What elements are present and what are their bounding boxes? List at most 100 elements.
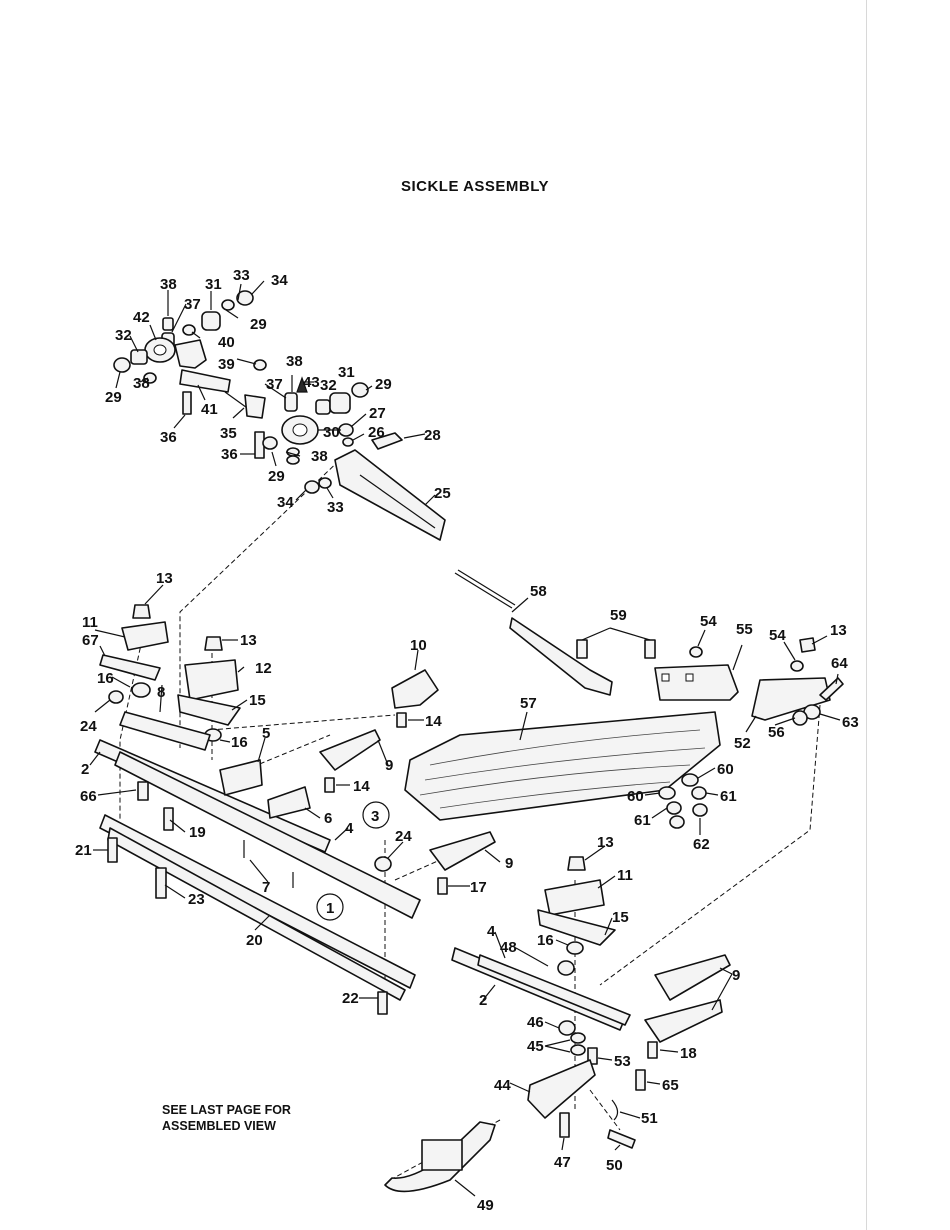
callout-38-right: 38 — [286, 353, 303, 370]
part-50-pin — [607, 1129, 636, 1149]
part-4-section-bar-lower — [477, 954, 631, 1026]
part-14-bolt-upper — [396, 712, 407, 728]
callout-10: 10 — [410, 637, 427, 654]
callout-36: 36 — [160, 429, 177, 446]
part-61-nut-right — [691, 786, 707, 800]
part-32-seal-right — [315, 399, 331, 415]
part-40-clamp — [174, 339, 207, 369]
part-44-bracket — [527, 1059, 596, 1119]
part-13-nut-upper — [204, 636, 223, 651]
callout-8: 8 — [157, 684, 165, 701]
callout-3: 3 — [371, 808, 379, 825]
part-39-nut — [253, 359, 267, 371]
callout-32-right: 32 — [320, 377, 337, 394]
part-37-bushing-right — [284, 392, 298, 412]
callout-60: 60 — [717, 761, 734, 778]
callout-65: 65 — [662, 1077, 679, 1094]
callout-24: 24 — [80, 718, 97, 735]
callout-59: 59 — [610, 607, 627, 624]
part-8-plate — [119, 711, 211, 751]
callout-66: 66 — [80, 788, 97, 805]
callout-26: 26 — [368, 424, 385, 441]
callout-13-upper: 13 — [240, 632, 257, 649]
callout-62: 62 — [693, 836, 710, 853]
part-38-washer-left — [143, 372, 157, 384]
part-13-nut-bracket — [799, 637, 816, 653]
part-36-bolt-left — [182, 391, 192, 415]
callout-42: 42 — [133, 309, 150, 326]
part-11-clip — [121, 621, 169, 651]
part-23-bolt — [155, 867, 167, 899]
callout-9: 9 — [385, 757, 393, 774]
part-43-fitting — [296, 376, 308, 393]
divider-assembly — [404, 569, 844, 829]
part-13-nut-lower — [567, 856, 586, 871]
callout-64: 64 — [831, 655, 848, 672]
callout-13-bracket: 13 — [830, 622, 847, 639]
part-56-bolt — [792, 710, 808, 726]
part-6-section — [267, 786, 311, 819]
part-4-sickle-section-bar — [114, 751, 421, 919]
callout-15: 15 — [249, 692, 266, 709]
callout-33-lower: 33 — [327, 499, 344, 516]
callout-7: 7 — [262, 879, 270, 896]
part-22-bolt — [377, 991, 388, 1015]
callout-13: 13 — [156, 570, 173, 587]
callout-31: 31 — [205, 276, 222, 293]
page-edge-line — [866, 0, 867, 1230]
part-20-cutter-bar — [99, 814, 416, 989]
part-24-nut — [108, 690, 124, 704]
callout-20: 20 — [246, 932, 263, 949]
callout-37-right: 37 — [266, 376, 283, 393]
part-66-bolt — [137, 781, 149, 801]
reference-circle-1 — [316, 893, 344, 921]
knife-head-assembly — [94, 604, 496, 1015]
part-25-pitman-arm — [334, 449, 446, 541]
part-31-bearing — [201, 311, 221, 331]
callout-12: 12 — [255, 660, 272, 677]
callout-39: 39 — [218, 356, 235, 373]
part-38-washer-top — [162, 317, 174, 331]
part-54-nut-right — [790, 660, 804, 672]
part-29-washer-lower — [262, 436, 278, 450]
part-34-nut — [236, 290, 254, 306]
part-31-bearing-right — [329, 392, 351, 414]
part-47-bolt — [559, 1112, 570, 1138]
part-16-spacer — [131, 682, 151, 698]
callout-34: 34 — [271, 272, 288, 289]
part-67-plate — [99, 654, 161, 681]
part-15-wear-plate-lower — [537, 909, 616, 946]
part-60-washer-left — [658, 786, 676, 800]
callout-29-left: 29 — [105, 389, 122, 406]
part-26-washer — [342, 437, 354, 447]
callout-54-right: 54 — [769, 627, 786, 644]
callout-61-left: 61 — [634, 812, 651, 829]
part-29-washer-right — [351, 382, 369, 398]
callout-33: 33 — [233, 267, 250, 284]
part-51-pin — [611, 1099, 619, 1121]
part-27-cap — [338, 423, 354, 437]
part-33-washer — [221, 299, 235, 311]
part-33-washer-lower — [318, 477, 332, 489]
callout-1: 1 — [326, 900, 334, 917]
callout-35: 35 — [220, 425, 237, 442]
callout-13-lower: 13 — [597, 834, 614, 851]
reference-circles — [316, 801, 390, 921]
callout-46: 46 — [527, 1014, 544, 1031]
callout-14: 14 — [425, 713, 442, 730]
callout-57: 57 — [520, 695, 537, 712]
part-49-shoe-plate — [421, 1139, 463, 1171]
part-59-bolt-right — [644, 639, 656, 659]
callout-45: 45 — [527, 1038, 544, 1055]
part-62-nut — [692, 803, 708, 817]
callout-4: 4 — [345, 820, 354, 837]
callout-48: 48 — [500, 939, 517, 956]
part-callouts: 38 31 33 34 42 37 29 32 40 39 38 29 41 3… — [75, 267, 859, 1214]
callout-28: 28 — [424, 427, 441, 444]
callout-37: 37 — [184, 296, 201, 313]
callout-60-left: 60 — [627, 788, 644, 805]
callout-2: 2 — [81, 761, 89, 778]
callout-29: 29 — [250, 316, 267, 333]
part-29-washer — [113, 357, 131, 373]
